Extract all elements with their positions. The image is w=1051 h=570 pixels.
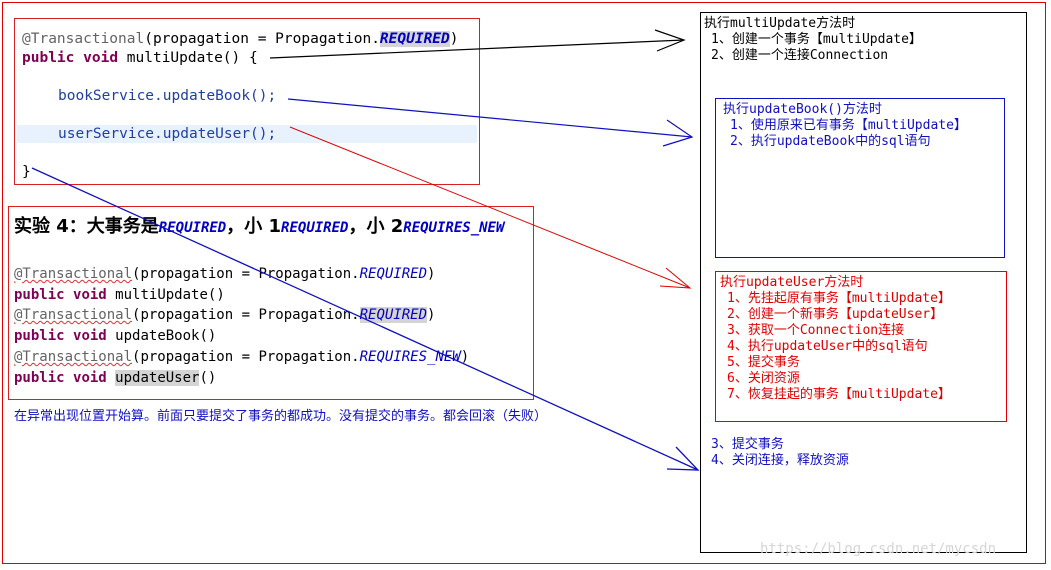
updateuser-step-1: 1、先挂起原有事务【multiUpdate】: [727, 291, 951, 306]
exp-line-6: public void updateUser(): [14, 370, 217, 386]
code-line-close-brace: }: [22, 164, 31, 180]
code-line-updateuser-call: userService.updateUser();: [58, 126, 277, 142]
updateuser-box: [715, 271, 1007, 422]
multiupdate-title: 执行multiUpdate方法时: [704, 16, 856, 31]
code-line-updatebook-call: bookService.updateBook();: [58, 88, 277, 104]
experiment-title: 实验 4：大事务是REQUIRED，小 1REQUIRED，小 2REQUIRE…: [14, 216, 505, 237]
arrow-to-updateuser: [289, 126, 692, 289]
experiment-box: [8, 206, 534, 400]
watermark: https://blog.csdn.net/mycsdn: [760, 541, 997, 557]
updateuser-step-2: 2、创建一个新事务【updateUser】: [727, 307, 944, 322]
exp-line-3: @Transactional(propagation = Propagation…: [14, 307, 436, 323]
updateuser-step-4: 4、执行updateUser中的sql语句: [727, 339, 928, 354]
code-line-signature: public void multiUpdate() {: [22, 50, 258, 66]
updateuser-step-6: 6、关闭资源: [727, 371, 800, 386]
updateuser-step-3: 3、获取一个Connection连接: [727, 323, 905, 338]
rollback-note: 在异常出现位置开始算。前面只要提交了事务的都成功。没有提交的事务。都会回滚（失败…: [14, 409, 548, 424]
updatebook-step-1: 1、使用原来已有事务【multiUpdate】: [730, 118, 967, 133]
exp-line-2: public void multiUpdate(): [14, 287, 225, 303]
multiupdate-step-2: 2、创建一个连接Connection: [711, 48, 889, 63]
code-line-annotation: @Transactional(propagation = Propagation…: [22, 31, 459, 47]
updatebook-box: [715, 98, 1005, 258]
updateuser-title: 执行updateUser方法时: [720, 275, 864, 290]
execution-flow-box: [700, 12, 1027, 553]
updatebook-title: 执行updateBook()方法时: [723, 102, 882, 117]
arrow-to-updatebook: [287, 98, 694, 147]
updateuser-step-7: 7、恢复挂起的事务【multiUpdate】: [727, 387, 951, 402]
arrow-to-final-steps: [31, 167, 700, 471]
updatebook-step-2: 2、执行updateBook中的sql语句: [730, 134, 931, 149]
exp-line-5: @Transactional(propagation = Propagation…: [14, 349, 470, 365]
exp-line-1: @Transactional(propagation = Propagation…: [14, 266, 436, 282]
current-line-highlight: [17, 125, 477, 143]
diagram-frame: [2, 2, 1046, 564]
final-step-commit: 3、提交事务: [711, 437, 784, 452]
code-box-multiupdate: @Transactional(propagation = Propagation…: [14, 18, 480, 185]
final-step-close: 4、关闭连接，释放资源: [711, 453, 849, 468]
arrow-to-multiupdate: [269, 29, 686, 59]
multiupdate-step-1: 1、创建一个事务【multiUpdate】: [711, 32, 922, 47]
updateuser-step-5: 5、提交事务: [727, 355, 800, 370]
exp-line-4: public void updateBook(): [14, 328, 217, 344]
